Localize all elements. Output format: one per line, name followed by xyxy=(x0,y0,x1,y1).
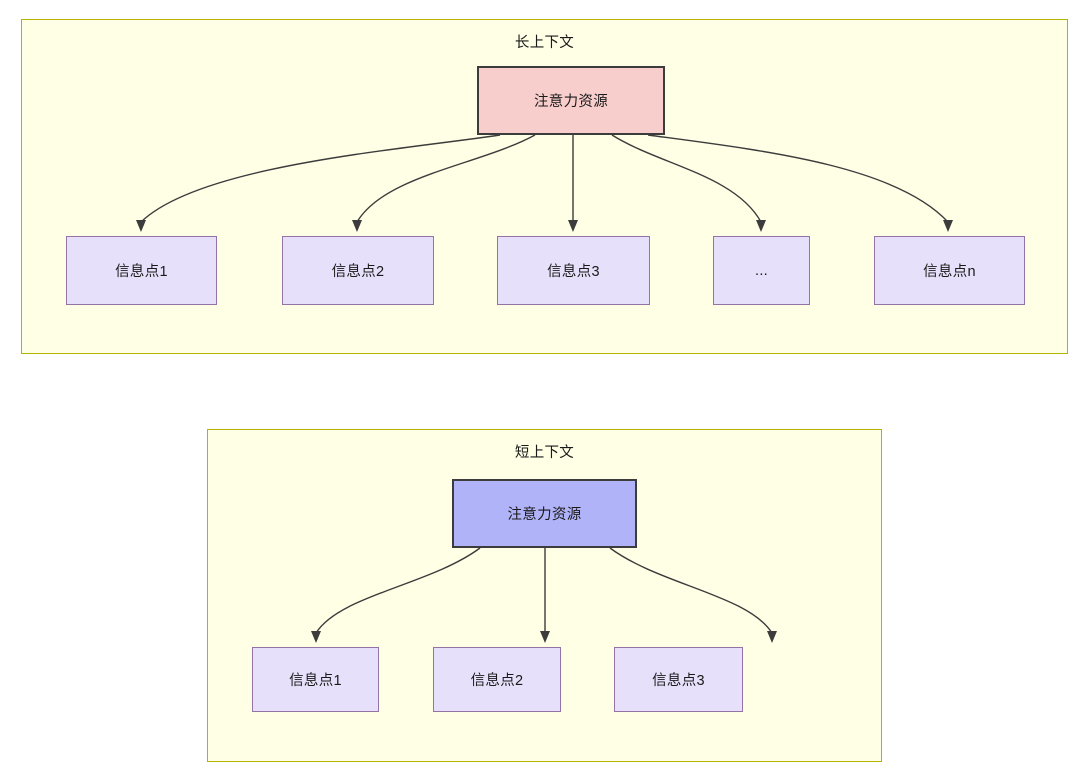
node-long-info-point-3[interactable]: 信息点3 xyxy=(497,236,650,305)
node-long-attention-resource[interactable]: 注意力资源 xyxy=(477,66,665,135)
node-label: ... xyxy=(755,262,768,279)
node-short-info-point-3[interactable]: 信息点3 xyxy=(614,647,743,712)
node-label: 信息点2 xyxy=(331,264,385,280)
node-label: 注意力资源 xyxy=(534,94,608,110)
node-label: 信息点1 xyxy=(289,673,342,689)
panel-long-context-title: 长上下文 xyxy=(514,35,575,51)
node-label: 信息点3 xyxy=(547,264,600,280)
node-label: 信息点3 xyxy=(652,673,705,689)
node-long-info-point-2[interactable]: 信息点2 xyxy=(282,236,434,305)
panel-short-context-title: 短上下文 xyxy=(514,445,575,461)
node-long-info-point-1[interactable]: 信息点1 xyxy=(66,236,217,305)
node-short-info-point-1[interactable]: 信息点1 xyxy=(252,647,379,712)
node-label: 注意力资源 xyxy=(507,507,582,523)
node-label: 信息点n xyxy=(923,264,976,280)
node-long-info-point-ellipsis[interactable]: ... xyxy=(713,236,810,305)
node-long-info-point-n[interactable]: 信息点n xyxy=(874,236,1025,305)
node-short-attention-resource[interactable]: 注意力资源 xyxy=(452,479,637,548)
node-label: 信息点2 xyxy=(470,673,524,689)
node-label: 信息点1 xyxy=(115,264,168,280)
node-short-info-point-2[interactable]: 信息点2 xyxy=(433,647,561,712)
